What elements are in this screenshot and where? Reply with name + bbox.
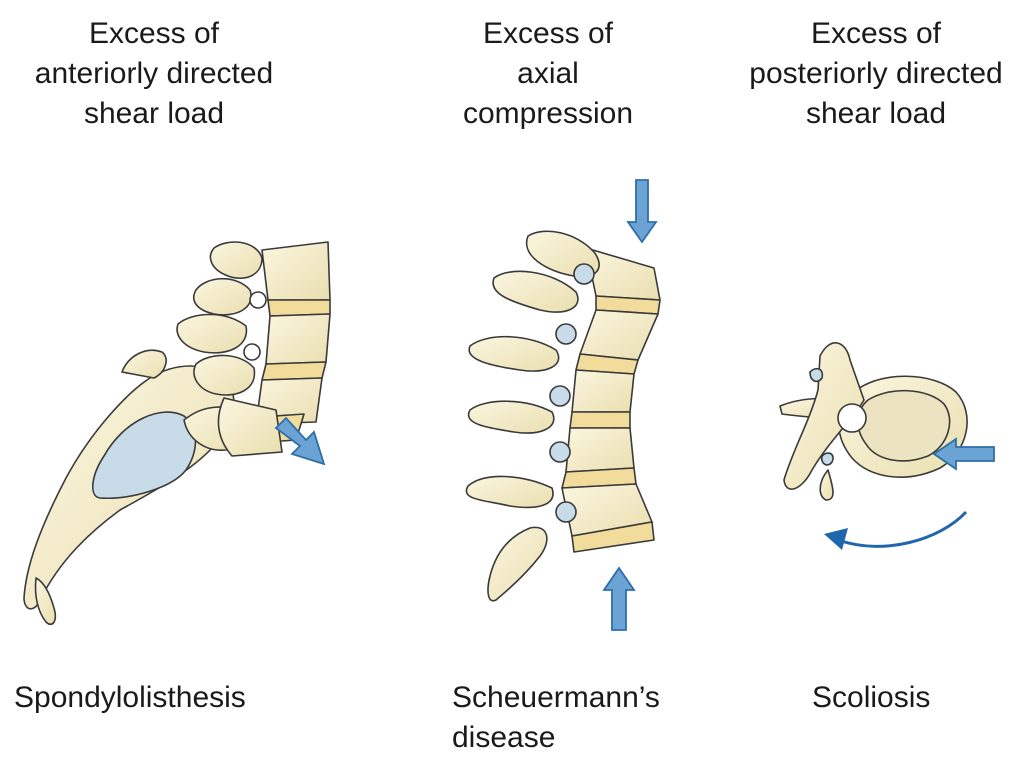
lumbosacral-spine-illustration: [23, 241, 331, 626]
scheuermanns-disease-label: Scheuermann’s disease: [452, 678, 660, 758]
label-line: Scheuermann’s: [452, 681, 660, 714]
caption-line: Excess of: [482, 17, 614, 50]
caption-line: compression: [462, 97, 634, 130]
caption-line: anteriorly directed: [34, 57, 274, 90]
axial-compression-arrow-up: [602, 566, 636, 631]
scoliosis-label: Scoliosis: [812, 678, 930, 718]
lumbar-body-l3: [265, 313, 331, 365]
caption-line: Excess of: [810, 17, 942, 50]
axial-vertebra-illustration: [779, 342, 968, 501]
label-line: disease: [452, 721, 556, 754]
posterior-shear-caption: Excess of posteriorly directed shear loa…: [724, 14, 1028, 134]
caption-line: axial: [517, 57, 579, 90]
label-line: Spondylolisthesis: [14, 681, 246, 714]
spondylolisthesis-label: Spondylolisthesis: [14, 678, 246, 718]
coccyx: [34, 577, 57, 626]
caption-line: Excess of: [88, 17, 220, 50]
disc: [261, 361, 327, 381]
lumbar-body-l5: [217, 397, 283, 457]
axial-compression-caption: Excess of axial compression: [418, 14, 678, 134]
rotation-arrowhead: [824, 528, 848, 550]
anterior-shear-arrow: [274, 416, 326, 466]
caption-line: shear load: [805, 97, 947, 130]
thoracic-spine-illustration: [465, 230, 661, 602]
caption-line: shear load: [83, 97, 225, 130]
sacral-surface: [92, 411, 197, 499]
caption-line: posteriorly directed: [749, 57, 1003, 90]
axial-compression-arrow-down: [626, 179, 658, 244]
lumbar-body-l2: [261, 241, 331, 301]
rotation-arrow: [837, 510, 968, 548]
anterior-shear-caption: Excess of anteriorly directed shear load: [8, 14, 300, 134]
posterior-shear-arrow: [932, 437, 995, 471]
label-line: Scoliosis: [812, 681, 931, 714]
neural-arch: [783, 342, 865, 490]
